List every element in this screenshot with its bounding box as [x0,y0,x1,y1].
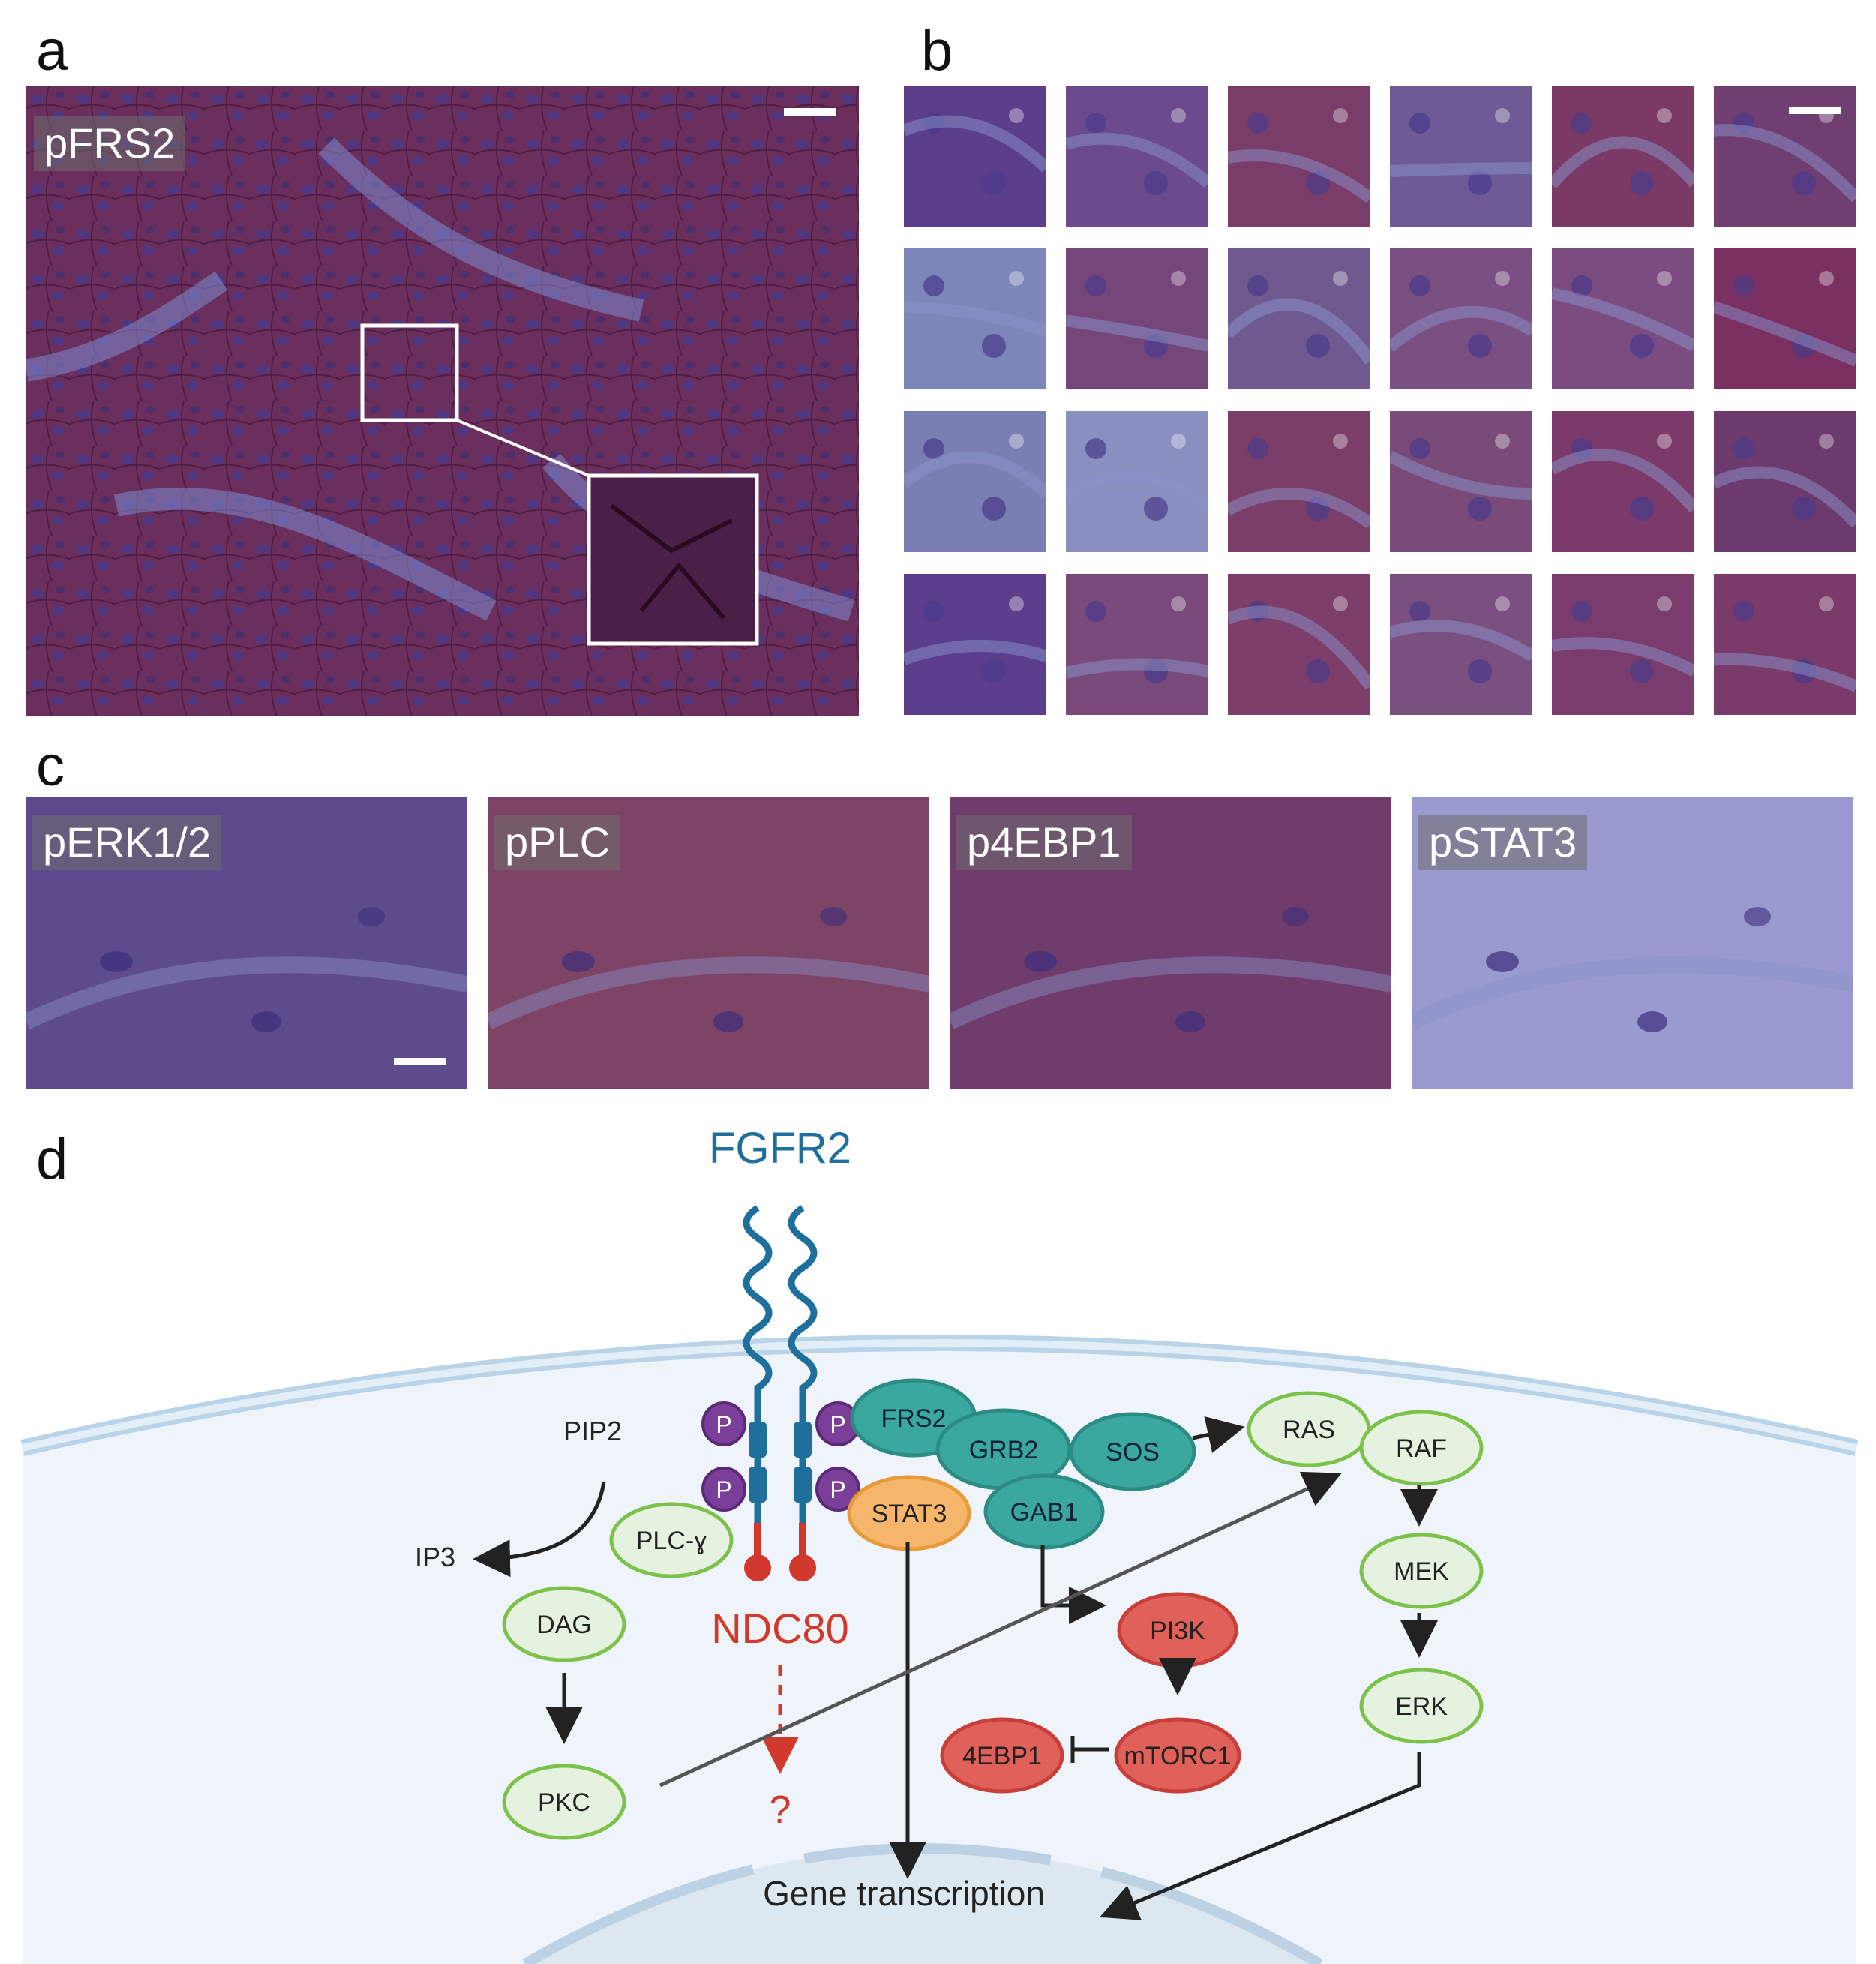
node-ras: RAS [1247,1391,1371,1467]
marker-micrograph-row: pERK1/2 pPLC p4EBP1 pSTAT3 [26,797,1856,1089]
pathway-arrows [473,1416,1438,1920]
marker-micrograph: pERK1/2 [26,797,467,1089]
tissue-thumbnail [1714,248,1856,389]
node-label-ebp1: 4EBP1 [962,1742,1042,1770]
node-label-pi3k: PI3K [1150,1617,1205,1645]
tissue-thumbnail [1066,248,1208,389]
marker-micrograph: pPLC [488,797,929,1089]
node-label-plc: PLC-ɣ [636,1527,707,1555]
node-ebp1: 4EBP1 [940,1717,1064,1794]
tissue-thumbnail [1552,411,1694,552]
node-label-pkc: PKC [538,1788,590,1817]
tissue-thumbnail-grid [904,86,1856,716]
node-sos: SOS [1069,1412,1196,1491]
node-label-mtorc1: mTORC1 [1124,1742,1232,1770]
phospho-site: P [701,1401,746,1446]
node-gab1: GAB1 [983,1473,1105,1550]
tissue-thumbnail [1066,574,1208,715]
node-label-mek: MEK [1394,1557,1449,1586]
pip2-label: PIP2 [563,1416,622,1446]
tissue-thumbnail [904,248,1046,389]
pfrs2-micrograph-image [26,86,859,716]
tissue-thumbnail [1552,574,1694,715]
cytoplasm [23,1343,1856,1964]
phospho-site: P [815,1401,860,1446]
gab1-to-pi3k-arrow [1040,1545,1106,1624]
node-label-gab1: GAB1 [1010,1498,1079,1527]
fgfr2-label: FGFR2 [709,1124,851,1173]
tissue-thumbnail [1390,248,1532,389]
node-mek: MEK [1359,1533,1484,1609]
node-stat3: STAT3 [847,1475,971,1551]
scale-bar [784,108,836,116]
node-label-frs2: FRS2 [881,1404,947,1433]
tissue-thumbnail [1552,86,1694,227]
phospho-label: P [716,1411,731,1438]
node-label-sos: SOS [1106,1438,1160,1467]
tissue-thumbnail [1714,86,1856,227]
mtorc1-inhibits-4ebp1 [1070,1736,1109,1763]
node-plc: PLC-ɣ [609,1502,734,1578]
tissue-thumbnail [1390,86,1532,227]
node-label-raf: RAF [1396,1434,1447,1463]
node-label-stat3: STAT3 [872,1500,947,1528]
phospho-site: P [815,1467,860,1512]
node-label-grb2: GRB2 [969,1436,1039,1464]
node-label-ras: RAS [1283,1416,1335,1444]
node-pi3k: PI3K [1117,1592,1238,1668]
scale-bar [394,1058,446,1065]
image-label: p4EBP1 [956,815,1132,870]
image-label: pSTAT3 [1418,815,1588,870]
panel-letter-c: c [36,734,65,798]
phosphorylation-sites: P P P P [701,1401,860,1512]
phospho-label: P [830,1476,845,1503]
pfrs2-micrograph: pFRS2 [26,86,859,716]
panel-letter-b: b [921,19,953,83]
scale-bar [1789,107,1841,114]
erk-to-nucleus-arrow [1100,1752,1421,1920]
pip2-to-ip3-arrow [473,1481,606,1578]
tissue-thumbnail [904,86,1046,227]
image-label-pfrs2: pFRS2 [34,116,186,171]
tissue-thumbnail [1228,574,1370,715]
tissue-thumbnail [904,411,1046,552]
tissue-thumbnail [1552,248,1694,389]
tissue-thumbnail [1390,574,1532,715]
tissue-thumbnail [1714,574,1856,715]
image-label: pPLC [494,815,621,870]
panel-letter-a: a [36,19,68,83]
tissue-thumbnail [1066,411,1208,552]
node-label-dag: DAG [536,1611,592,1639]
ip3-label: IP3 [415,1542,455,1572]
phospho-label: P [830,1411,845,1438]
tissue-thumbnail [1066,86,1208,227]
node-mtorc1: mTORC1 [1114,1717,1241,1794]
node-erk: ERK [1359,1668,1484,1744]
phospho-label: P [716,1476,731,1503]
marker-micrograph: p4EBP1 [950,797,1391,1089]
sos-to-ras-arrow [1192,1416,1245,1453]
tissue-thumbnail [1228,411,1370,552]
node-dag: DAG [502,1586,626,1662]
unknown-effect-label: ? [770,1788,791,1832]
gene-transcription-label: Gene transcription [763,1874,1045,1913]
tissue-thumbnail [1228,248,1370,389]
tissue-thumbnail [1714,411,1856,552]
ndc80-label: NDC80 [711,1605,849,1652]
node-pkc: PKC [502,1764,626,1840]
node-raf: RAF [1359,1410,1484,1486]
tissue-thumbnail [1390,411,1532,552]
image-label: pERK1/2 [32,815,222,870]
pkc-to-raf-arrow [659,1471,1342,1788]
panel-letter-d: d [36,1128,68,1191]
tissue-thumbnail [904,574,1046,715]
node-label-erk: ERK [1395,1692,1448,1721]
tissue-thumbnail [1228,86,1370,227]
fgfr2-receptor [743,1205,818,1523]
receptor-kinase-domains [749,1422,812,1503]
ndc80-fusion-tail [744,1523,816,1581]
phospho-site: P [701,1467,746,1512]
marker-micrograph: pSTAT3 [1412,797,1853,1089]
